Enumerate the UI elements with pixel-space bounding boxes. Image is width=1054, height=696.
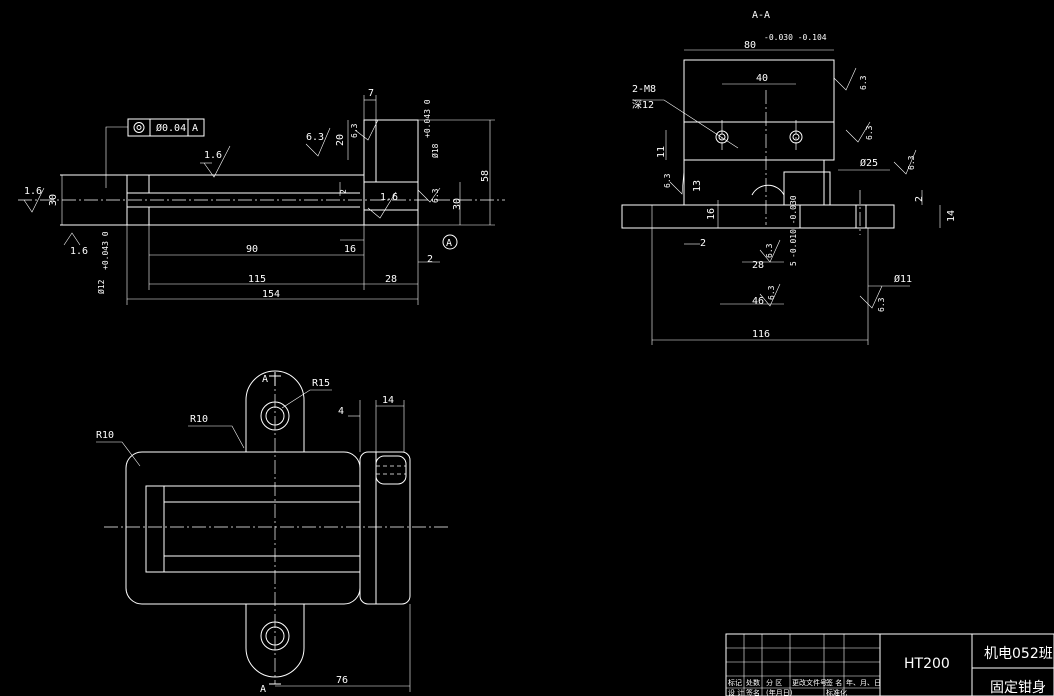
section-title: A-A bbox=[752, 10, 770, 21]
dimension-115: 115 bbox=[248, 274, 266, 285]
roughness-label: 6.3 bbox=[877, 297, 886, 312]
thread-depth: 深12 bbox=[632, 99, 654, 111]
dimension-20: 20 bbox=[335, 134, 346, 146]
title-row-label: 更改文件号 bbox=[792, 678, 827, 687]
diameter-11: Ø11 bbox=[894, 273, 912, 285]
title-row-label: 标记 bbox=[728, 678, 742, 687]
dimension-16: 16 bbox=[706, 208, 717, 220]
dimension-14: 14 bbox=[946, 210, 957, 222]
datum-circle-label: A bbox=[446, 238, 452, 249]
roughness-label: 6.3 bbox=[865, 125, 874, 140]
dimension-2-small: 2 bbox=[339, 189, 348, 194]
dimension-4: 4 bbox=[338, 406, 344, 417]
dimension-28: 28 bbox=[385, 274, 397, 285]
dimension-58: 58 bbox=[480, 170, 491, 182]
roughness-label: 1.6 bbox=[24, 186, 42, 197]
dimension-16: 16 bbox=[344, 244, 356, 255]
title-row-label: (年月日) bbox=[766, 688, 793, 696]
section-view: A-A 80 -0.030 -0.104 40 2-M8 深12 11 13 bbox=[621, 10, 957, 345]
dimension-76: 76 bbox=[336, 675, 348, 686]
dimension-80: 80 bbox=[744, 40, 756, 51]
roughness-label: 1.6 bbox=[204, 150, 222, 161]
bore-left-tolerance: +0.043 0 bbox=[101, 231, 110, 270]
bore-right-tolerance: +0.043 0 bbox=[423, 99, 432, 138]
roughness-label: 1.6 bbox=[380, 192, 398, 203]
roughness-label: 6.3 bbox=[859, 75, 868, 90]
title-row-label: 标准化 bbox=[826, 688, 847, 696]
title-row-label: 年、月、日 bbox=[846, 678, 881, 687]
dimension-7: 7 bbox=[368, 88, 374, 99]
dimension-30-right: 30 bbox=[452, 198, 463, 210]
top-view: A A R15 R10 R10 4 14 76 bbox=[96, 370, 448, 695]
thread-note: 2-M8 bbox=[632, 84, 656, 95]
dimension-11: 11 bbox=[656, 146, 667, 158]
dimension-40: 40 bbox=[756, 73, 768, 84]
tolerance-datum: A bbox=[192, 123, 198, 134]
dimension-28: 28 bbox=[752, 260, 764, 271]
diameter-25: Ø25 bbox=[860, 157, 878, 169]
dimension-80-tolerance: -0.030 -0.104 bbox=[764, 33, 827, 42]
section-mark-bottom: A bbox=[260, 684, 266, 695]
title-row-label: 签名 bbox=[746, 688, 760, 696]
dimension-30-left: 30 bbox=[48, 194, 59, 206]
dimension-46: 46 bbox=[752, 296, 764, 307]
bore-right: Ø18 bbox=[430, 143, 440, 158]
class-name: 机电052班 bbox=[984, 646, 1053, 662]
dimension-13: 13 bbox=[692, 180, 703, 192]
title-block: 标记 处数 分 区 更改文件号 签 名 年、月、日 设 计 签名 (年月日) 标… bbox=[725, 633, 1054, 696]
roughness-label: 6.3 bbox=[767, 285, 776, 300]
dimension-2: 2 bbox=[427, 254, 433, 265]
title-row-label: 处数 bbox=[746, 678, 760, 687]
bore-left: Ø12 bbox=[96, 279, 106, 294]
title-row-label: 分 区 bbox=[766, 678, 782, 687]
dimension-2-right: 2 bbox=[914, 196, 925, 202]
radius-10-a: R10 bbox=[190, 414, 208, 425]
roughness-label: 6.3 bbox=[765, 243, 774, 258]
front-view: Ø0.04 A 1.6 1.6 1.6 1.6 6.3 6.3 6.3 30 7… bbox=[18, 88, 505, 305]
title-row-label: 设 计 bbox=[728, 688, 744, 696]
tolerance-value: Ø0.04 bbox=[156, 122, 186, 134]
roughness-label: 6.3 bbox=[663, 173, 672, 188]
dimension-14: 14 bbox=[382, 395, 394, 406]
dimension-90: 90 bbox=[246, 244, 258, 255]
radius-10-b: R10 bbox=[96, 430, 114, 441]
section-mark-top: A bbox=[262, 374, 268, 385]
roughness-label: 6.3 bbox=[907, 155, 916, 170]
dimension-5-tolerance: -0.010 -0.030 bbox=[789, 195, 798, 258]
roughness-label: 6.3 bbox=[431, 188, 440, 203]
roughness-label: 1.6 bbox=[70, 246, 88, 257]
roughness-label: 6.3 bbox=[350, 123, 359, 138]
dimension-116: 116 bbox=[752, 329, 770, 340]
dimension-2: 2 bbox=[700, 238, 706, 249]
roughness-label: 6.3 bbox=[306, 132, 324, 143]
title-row-label: 签 名 bbox=[826, 678, 842, 687]
material: HT200 bbox=[904, 656, 950, 672]
radius-15: R15 bbox=[312, 378, 330, 389]
part-name: 固定钳身 bbox=[990, 680, 1046, 696]
dimension-154: 154 bbox=[262, 289, 280, 300]
dimension-5: 5 bbox=[789, 261, 798, 266]
